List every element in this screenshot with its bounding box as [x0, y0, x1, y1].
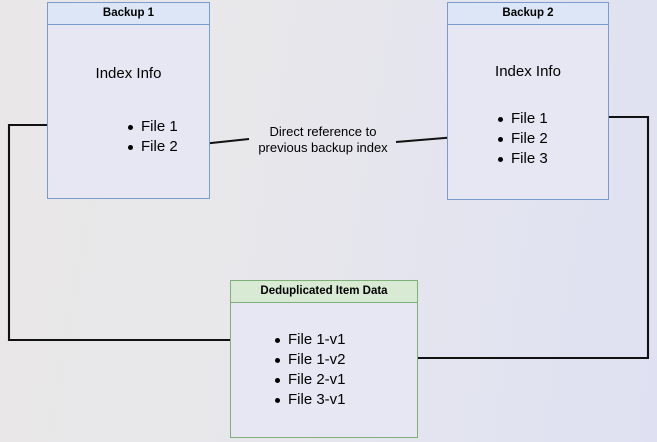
list-item: File 1	[126, 117, 178, 137]
deduplicated-item-data-header: Deduplicated Item Data	[231, 281, 417, 303]
backup-2-header: Backup 2	[448, 3, 608, 25]
list-item: File 1-v1	[273, 330, 346, 350]
list-item: File 2-v1	[273, 370, 346, 390]
list-item: File 1-v2	[273, 350, 346, 370]
backup-1-body: Index Info File 1 File 2	[48, 25, 209, 198]
backup-1-caption: Index Info	[95, 65, 162, 82]
backup-1-header: Backup 1	[48, 3, 209, 25]
list-item: File 3	[496, 149, 548, 169]
backup-2-body: Index Info File 1 File 2 File 3	[448, 25, 608, 199]
backup-1-item-list: File 1 File 2	[126, 117, 178, 157]
list-item: File 1	[496, 109, 548, 129]
deduplicated-item-data-body: File 1-v1 File 1-v2 File 2-v1 File 3-v1	[231, 303, 417, 437]
list-item: File 2	[496, 129, 548, 149]
backup-2-box: Backup 2 Index Info File 1 File 2 File 3	[447, 2, 609, 200]
backup-2-item-list: File 1 File 2 File 3	[496, 109, 548, 169]
list-item: File 2	[126, 137, 178, 157]
deduplicated-item-data-box: Deduplicated Item Data File 1-v1 File 1-…	[230, 280, 418, 438]
backup-1-box: Backup 1 Index Info File 1 File 2	[47, 2, 210, 199]
backup-2-caption: Index Info	[495, 63, 561, 80]
list-item: File 3-v1	[273, 390, 346, 410]
direct-reference-label: Direct reference to previous backup inde…	[258, 124, 388, 155]
deduplicated-item-list: File 1-v1 File 1-v2 File 2-v1 File 3-v1	[273, 330, 346, 410]
